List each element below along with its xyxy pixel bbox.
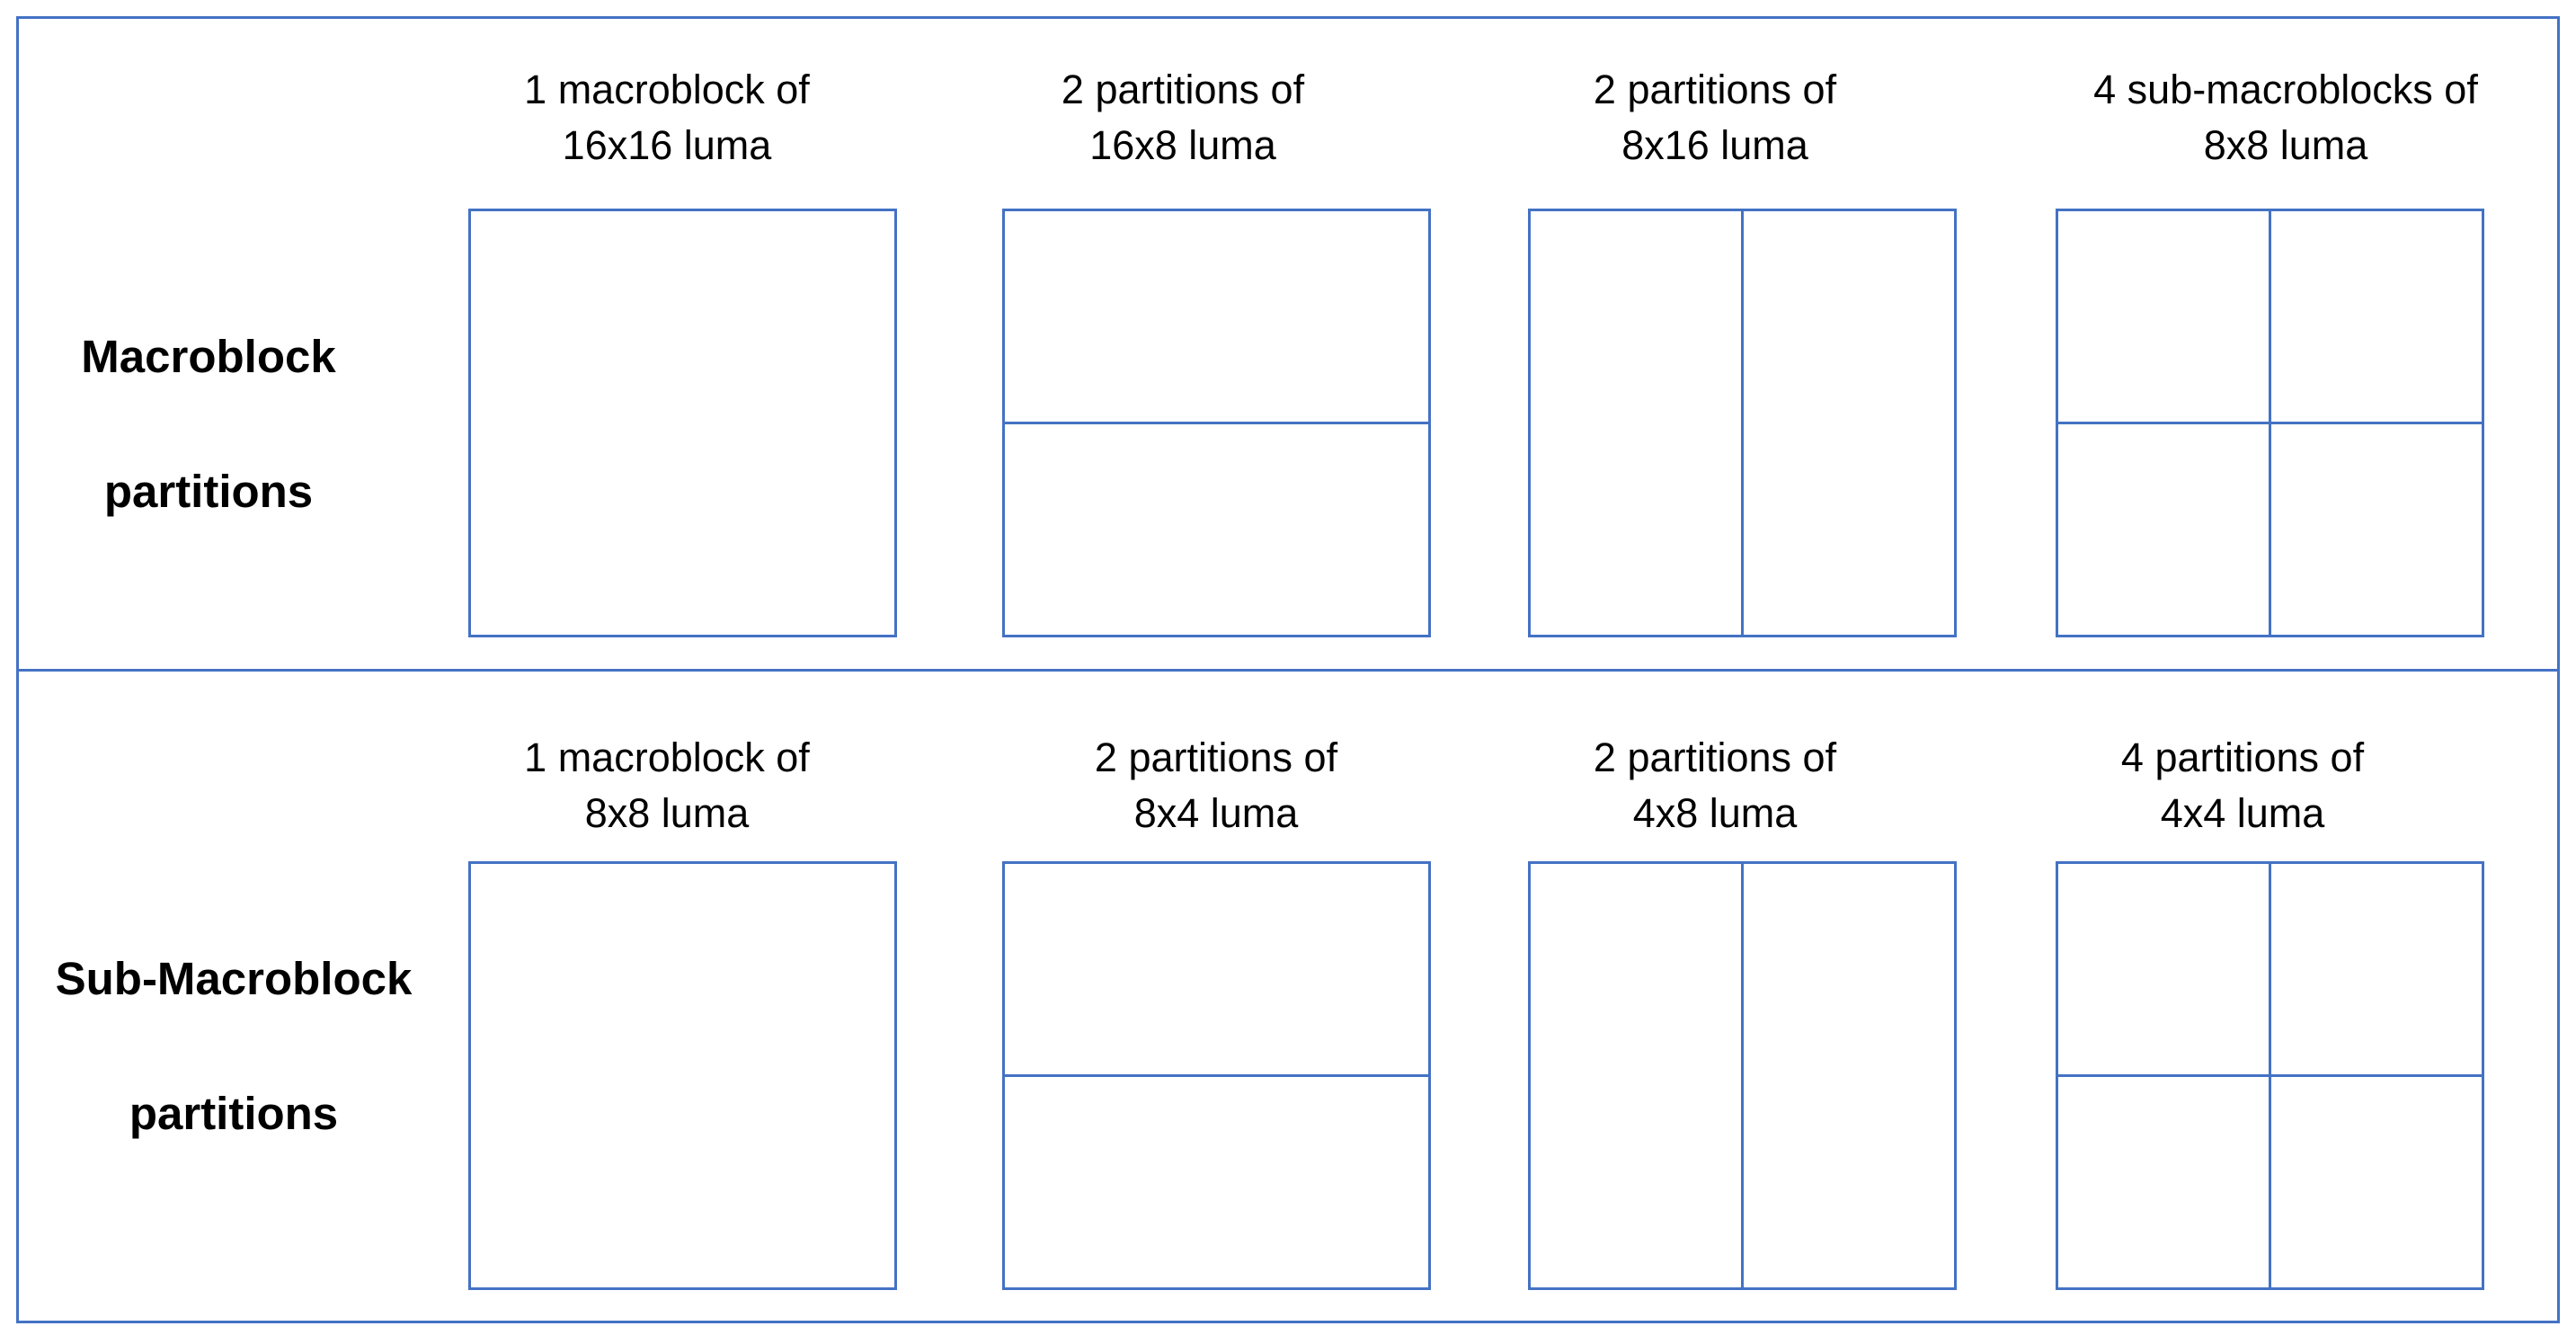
- caption-line-1: 2 partitions of: [1593, 67, 1837, 112]
- row-label-macroblock: Macroblock partitions: [0, 289, 420, 559]
- row-label-line-2: partitions: [129, 1088, 339, 1139]
- caption-line-1: 2 partitions of: [1593, 734, 1837, 780]
- partition-8x4-box: [1002, 861, 1431, 1290]
- caption-line-2: 16x8 luma: [1089, 122, 1276, 168]
- vertical-split-line: [1741, 211, 1744, 635]
- macroblock-16x16-box: [468, 209, 897, 637]
- caption-partition-16x8: 2 partitions of 16x8 luma: [931, 62, 1435, 174]
- row-label-line-2: partitions: [103, 466, 314, 517]
- caption-partition-8x4: 2 partitions of 8x4 luma: [964, 730, 1468, 841]
- caption-macroblock-8x8: 1 macroblock of 8x8 luma: [415, 730, 919, 841]
- caption-line-2: 8x16 luma: [1621, 122, 1808, 168]
- caption-line-1: 2 partitions of: [1094, 734, 1338, 780]
- caption-partition-4x8: 2 partitions of 4x8 luma: [1463, 730, 1967, 841]
- row-label-sub-macroblock: Sub-Macroblock partitions: [22, 912, 445, 1181]
- caption-line-2: 8x8 luma: [2203, 122, 2368, 168]
- caption-line-1: 1 macroblock of: [524, 67, 810, 112]
- vertical-split-line: [1741, 864, 1744, 1287]
- caption-partition-4x4: 4 partitions of 4x4 luma: [1991, 730, 2494, 841]
- partition-16x8-box: [1002, 209, 1431, 637]
- caption-line-2: 16x16 luma: [562, 122, 772, 168]
- macroblock-8x8-box: [468, 861, 897, 1290]
- horizontal-split-line: [1005, 422, 1428, 424]
- partition-4x4-box: [2056, 861, 2484, 1290]
- sub-macroblock-8x8-box: [2056, 209, 2484, 637]
- caption-line-2: 8x8 luma: [584, 790, 750, 836]
- row-divider-line: [16, 669, 2560, 672]
- caption-line-2: 4x8 luma: [1632, 790, 1798, 836]
- vertical-split-line: [2269, 211, 2271, 635]
- caption-partition-8x16: 2 partitions of 8x16 luma: [1463, 62, 1967, 174]
- vertical-split-line: [2269, 864, 2271, 1287]
- caption-sub-macroblock-8x8: 4 sub-macroblocks of 8x8 luma: [2034, 62, 2537, 174]
- caption-line-1: 4 partitions of: [2120, 734, 2365, 780]
- caption-line-1: 1 macroblock of: [524, 734, 810, 780]
- partition-8x16-box: [1528, 209, 1957, 637]
- horizontal-split-line: [1005, 1074, 1428, 1077]
- caption-macroblock-16x16: 1 macroblock of 16x16 luma: [415, 62, 919, 174]
- caption-line-2: 8x4 luma: [1133, 790, 1299, 836]
- caption-line-2: 4x4 luma: [2160, 790, 2325, 836]
- row-label-line-1: Sub-Macroblock: [55, 953, 413, 1004]
- caption-line-1: 2 partitions of: [1061, 67, 1305, 112]
- partition-4x8-box: [1528, 861, 1957, 1290]
- caption-line-1: 4 sub-macroblocks of: [2093, 67, 2478, 112]
- row-label-line-1: Macroblock: [81, 331, 336, 382]
